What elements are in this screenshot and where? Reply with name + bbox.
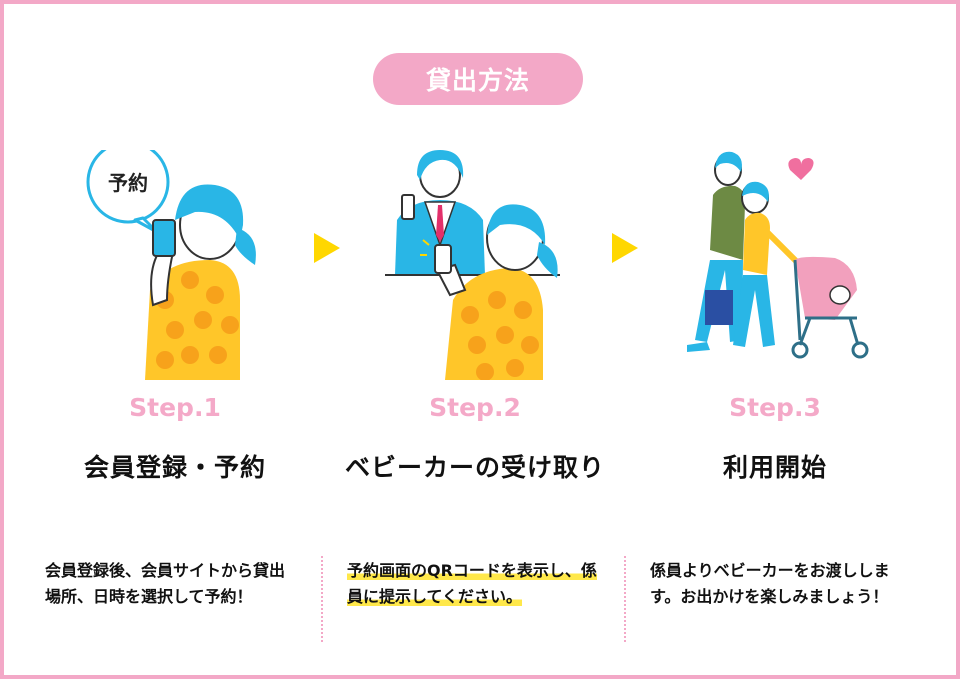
phone-icon <box>152 219 176 257</box>
step3-illustration <box>687 151 869 359</box>
section-title: 貸出方法 <box>373 53 583 105</box>
divider <box>321 556 323 642</box>
phone-icon <box>434 244 452 274</box>
step1-description: 会員登録後、会員サイトから貸出場所、日時を選択して予約！ <box>45 561 286 606</box>
divider <box>624 556 626 642</box>
step-2: Step.2 ベビーカーの受け取り <box>325 150 625 650</box>
step-name: 利用開始 <box>722 453 827 482</box>
highlighted-text: 予約画面のQRコードを表示し、係員に提示してください。 <box>347 561 597 606</box>
step3-description: 係員よりベビーカーをお渡しします。お出かけを楽しみましょう！ <box>650 561 890 606</box>
step-1: 予約 Step.1 会員登録・予約 <box>25 150 325 650</box>
arrow-right-icon <box>612 233 638 263</box>
step1-illustration: 予約 <box>86 150 256 380</box>
step-name: 会員登録・予約 <box>83 453 266 482</box>
heart-icon <box>788 158 814 180</box>
step-label: Step.2 <box>429 393 521 422</box>
phone-icon <box>401 194 415 220</box>
step-label: Step.3 <box>729 393 821 422</box>
step-3: Step.3 利用開始 <box>625 150 925 650</box>
step-label: Step.1 <box>129 393 221 422</box>
arrow-right-icon <box>314 233 340 263</box>
step2-description: 予約画面のQRコードを表示し、係員に提示してください。 <box>347 558 597 610</box>
speech-bubble-text: 予約 <box>108 171 148 195</box>
step-name: ベビーカーの受け取り <box>344 453 605 482</box>
stroller-icon <box>791 256 869 359</box>
step2-illustration <box>385 150 560 380</box>
